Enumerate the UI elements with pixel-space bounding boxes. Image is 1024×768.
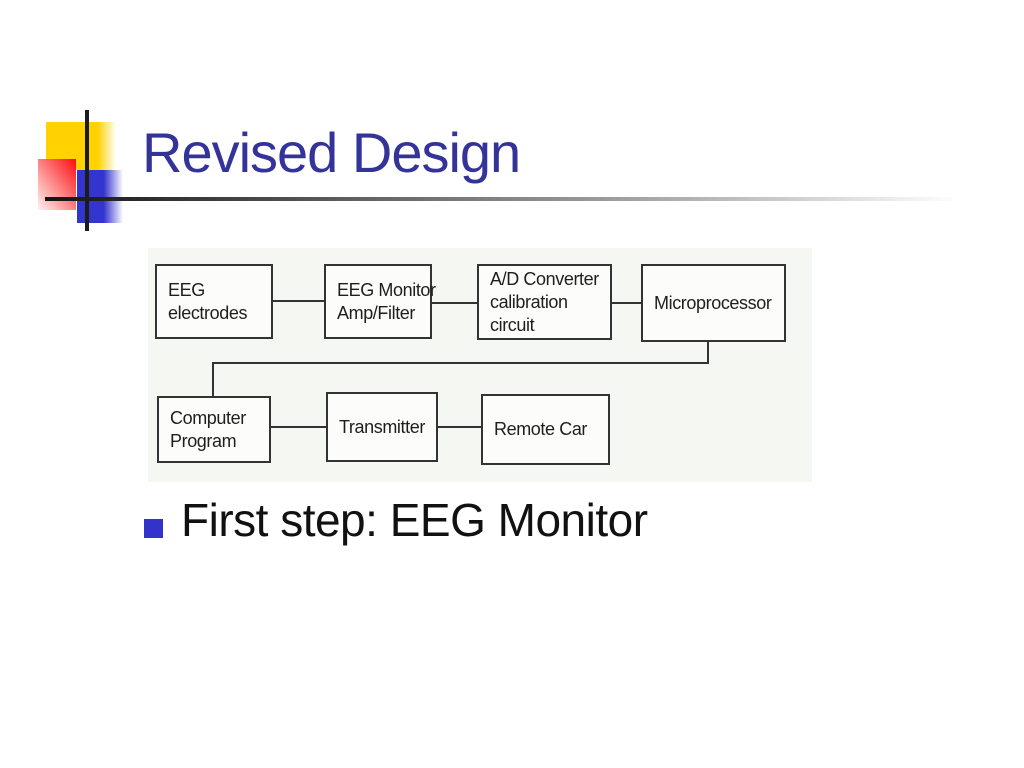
diagram-box-eeg-monitor-amp-filter: EEG Monitor Amp/Filter xyxy=(324,264,436,339)
box-label-line: EEG Monitor xyxy=(337,279,436,300)
bullet-text: First step: EEG Monitor xyxy=(181,494,648,546)
connector-computerprogram-rise-segment xyxy=(212,364,214,396)
box-label-line: EEG xyxy=(168,279,205,300)
title-underline-rule xyxy=(45,197,960,201)
box-label-line: Transmitter xyxy=(339,416,425,437)
box-label-line: Program xyxy=(170,430,237,451)
box-label-line: Remote Car xyxy=(494,419,588,439)
bullet-square-marker xyxy=(144,519,163,538)
slide-title: Revised Design xyxy=(142,121,521,184)
connector-computerprogram-to-transmitter xyxy=(271,426,326,428)
connector-transmitter-to-remotecar xyxy=(438,426,481,428)
box-label-line: Amp/Filter xyxy=(337,302,416,323)
decor-blue-square xyxy=(77,170,123,223)
box-label-line: Microprocessor xyxy=(654,292,772,313)
diagram-box-microprocessor: Microprocessor xyxy=(641,264,786,342)
diagram-box-computer-program: Computer Program xyxy=(157,396,271,463)
decor-vertical-line xyxy=(85,110,89,231)
connector-monitor-to-adconverter xyxy=(432,302,477,304)
diagram-box-remote-car: Remote Car xyxy=(481,394,610,465)
diagram-box-eeg-electrodes: EEG electrodes xyxy=(155,264,273,339)
diagram-box-transmitter: Transmitter xyxy=(326,392,438,462)
box-label-line: A/D Converter xyxy=(490,268,599,289)
connector-elbow-horizontal-segment xyxy=(212,362,709,364)
connector-electrodes-to-monitor xyxy=(273,300,324,302)
box-label-line: circuit xyxy=(490,314,535,335)
box-label-line: calibration xyxy=(490,291,568,312)
diagram-box-ad-converter: A/D Converter calibration circuit xyxy=(477,264,612,340)
connector-adconverter-to-microprocessor xyxy=(612,302,641,304)
connector-microprocessor-drop-segment xyxy=(707,342,709,364)
box-label-line: electrodes xyxy=(168,302,248,323)
box-label-line: Computer xyxy=(170,407,246,428)
decor-red-square xyxy=(38,159,76,210)
